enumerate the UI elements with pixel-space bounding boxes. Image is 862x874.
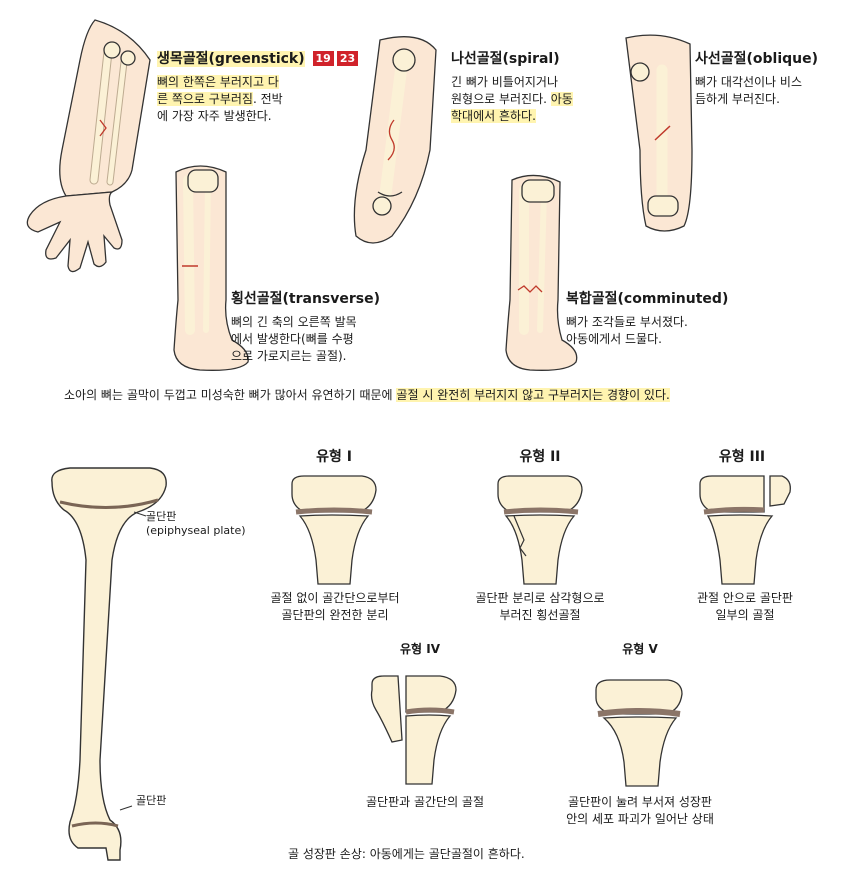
comminuted-line-2: 아동에게서 드물다.	[566, 332, 662, 346]
transverse-description: 뼈의 긴 축의 오른쪽 발목 에서 발생한다(뼈를 수평 으로 가로지르는 골절…	[231, 314, 380, 365]
type-4-label: 유형 IV	[399, 642, 440, 656]
footer-caption: 골 성장판 손상: 아동에게는 골단골절이 흔하다.	[288, 847, 525, 861]
greenstick-badge-2: 23	[336, 51, 359, 66]
greenstick-line-2-hl: 른 쪽으로 구부러짐	[157, 92, 253, 106]
type-1-caption: 골절 없이 골간단으로부터 골단판의 완전한 분리	[240, 590, 430, 624]
type-3-caption-1: 관절 안으로 골단판	[697, 591, 793, 605]
transverse-line-2: 에서 발생한다(뼈를 수평	[231, 332, 354, 346]
type-2-illustration	[497, 475, 583, 585]
epiphyseal-plate-label: 골단판 (epiphyseal plate)	[146, 510, 246, 538]
greenstick-line-2-tail: . 전박	[252, 92, 283, 106]
oblique-leg-illustration	[625, 34, 693, 232]
oblique-title: 사선골절(oblique)	[695, 51, 819, 67]
greenstick-description: 뼈의 한쪽은 부러지고 다 른 쪽으로 구부러짐. 전박 에 가장 자주 발생한…	[157, 74, 358, 125]
spiral-title: 나선골절(spiral)	[451, 51, 560, 67]
type-3-caption-2: 일부의 골절	[715, 608, 775, 622]
type-1-caption-2: 골단판의 완전한 분리	[281, 608, 389, 622]
oblique-block: 사선골절(oblique) 뼈가 대각선이나 비스 듬하게 부러진다.	[695, 48, 818, 108]
transverse-leg-illustration	[173, 165, 249, 371]
comminuted-description: 뼈가 조각들로 부서졌다. 아동에게서 드물다.	[566, 314, 728, 348]
type-2-caption: 골단판 분리로 삼각형으로 부러진 횡선골절	[445, 590, 635, 624]
type-2-caption-2: 부러진 횡선골절	[499, 608, 581, 622]
spiral-line-2: 원형으로 부러진다.	[451, 92, 551, 106]
long-bone-illustration	[51, 467, 167, 861]
spiral-description: 긴 뼈가 비틀어지거나 원형으로 부러진다. 아동 학대에서 흔하다.	[451, 74, 573, 125]
type-1-label: 유형 I	[316, 449, 352, 465]
bottom-plate-label: 골단판	[136, 794, 167, 807]
transverse-line-3: 으로 가로지르는 골절).	[231, 349, 347, 363]
greenstick-title-text: 생목골절(greenstick)	[157, 51, 305, 67]
comminuted-leg-illustration	[505, 174, 578, 371]
spiral-line-1: 긴 뼈가 비틀어지거나	[451, 75, 558, 89]
type-3-caption: 관절 안으로 골단판 일부의 골절	[660, 590, 830, 624]
summary-plain: 소아의 뼈는 골막이 두껍고 미성숙한 뼈가 많아서 유연하기 때문에	[64, 388, 397, 402]
type-4-caption-1: 골단판과 골간단의 골절	[365, 795, 485, 809]
oblique-description: 뼈가 대각선이나 비스 듬하게 부러진다.	[695, 74, 818, 108]
summary-line: 소아의 뼈는 골막이 두껍고 미성숙한 뼈가 많아서 유연하기 때문에 골절 시…	[64, 386, 670, 403]
spiral-line-3: 학대에서 흔하다.	[451, 109, 536, 123]
type-4-illustration	[370, 675, 457, 785]
comminuted-block: 복합골절(comminuted) 뼈가 조각들로 부서졌다. 아동에게서 드물다…	[566, 288, 728, 348]
type-3-label: 유형 III	[718, 449, 766, 465]
oblique-line-2: 듬하게 부러진다.	[695, 92, 780, 106]
greenstick-line-3: 에 가장 자주 발생한다.	[157, 109, 272, 123]
spiral-block: 나선골절(spiral) 긴 뼈가 비틀어지거나 원형으로 부러진다. 아동 학…	[451, 48, 573, 125]
type-5-caption: 골단판이 눌려 부서져 성장판 안의 세포 파괴가 일어난 상태	[540, 794, 740, 828]
greenstick-badge-1: 19	[312, 51, 334, 66]
type-2-caption-1: 골단판 분리로 삼각형으로	[475, 591, 605, 605]
transverse-block: 횡선골절(transverse) 뼈의 긴 축의 오른쪽 발목 에서 발생한다(…	[231, 288, 380, 365]
comminuted-line-1: 뼈가 조각들로 부서졌다.	[566, 315, 688, 329]
type-5-illustration	[595, 679, 683, 787]
type-3-illustration	[699, 475, 791, 585]
type-5-caption-1: 골단판이 눌려 부서져 성장판	[568, 795, 712, 809]
type-1-caption-1: 골절 없이 골간단으로부터	[270, 591, 400, 605]
transverse-line-1: 뼈의 긴 축의 오른쪽 발목	[231, 315, 357, 329]
comminuted-title: 복합골절(comminuted)	[566, 291, 729, 307]
type-4-caption: 골단판과 골간단의 골절	[330, 794, 520, 811]
transverse-title: 횡선골절(transverse)	[231, 291, 381, 307]
spiral-line-2-hl: 아동	[550, 92, 573, 106]
type-5-label: 유형 V	[622, 642, 658, 656]
type-5-caption-2: 안의 세포 파괴가 일어난 상태	[566, 812, 714, 826]
greenstick-forearm-illustration	[26, 19, 151, 273]
plate-label-korean: 골단판	[146, 510, 177, 523]
summary-highlight: 골절 시 완전히 부러지지 않고 구부러지는 경향이 있다.	[396, 388, 670, 402]
greenstick-line-1: 뼈의 한쪽은 부러지고 다	[157, 75, 279, 89]
type-1-illustration	[291, 475, 377, 585]
type-2-label: 유형 II	[519, 449, 561, 465]
oblique-line-1: 뼈가 대각선이나 비스	[695, 75, 802, 89]
spiral-arm-illustration	[353, 36, 437, 244]
plate-label-english: (epiphyseal plate)	[146, 524, 246, 537]
